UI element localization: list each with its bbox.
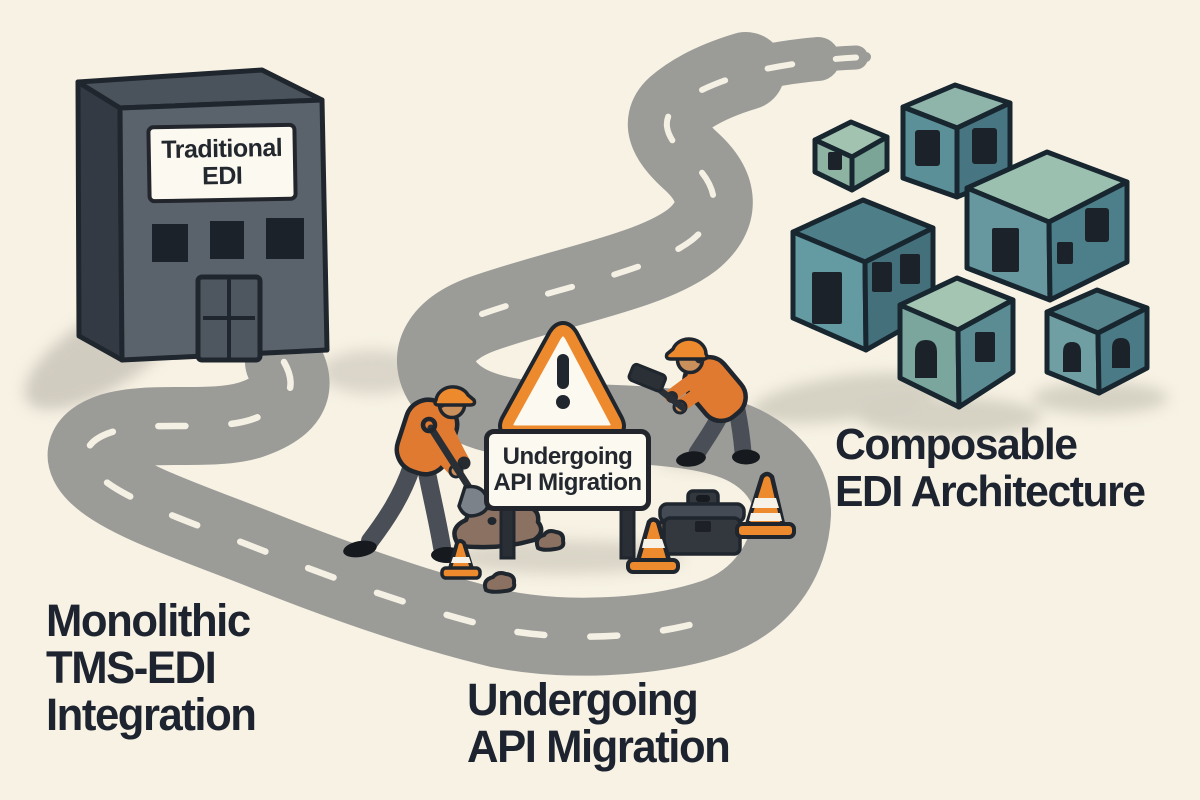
road-centerline-lower (83, 358, 718, 640)
cube-door (992, 228, 1019, 272)
cone-large-right (735, 471, 796, 539)
cube-window (972, 128, 997, 164)
shovel-shaft (427, 424, 476, 496)
cube-bottom-right (1044, 287, 1150, 396)
hammer-head (627, 362, 667, 393)
cone-mid-left (626, 517, 680, 574)
cube-large-right (964, 149, 1130, 303)
exclamation-dot (556, 395, 570, 409)
cube-arch-door (1063, 342, 1081, 372)
cube-window (915, 130, 940, 166)
caption-undergoing: Undergoing API Migration (467, 674, 731, 772)
sign-leg-right (619, 504, 636, 560)
winding-road (47, 32, 871, 676)
toolbox-latch (695, 521, 711, 532)
dirt-hole (487, 517, 497, 525)
cube-window (872, 262, 892, 292)
cone-stripe (451, 557, 471, 563)
worker2-shoe-right (732, 449, 760, 465)
construction-zone (343, 321, 796, 594)
caption-undergoing-line1: Undergoing (467, 674, 699, 725)
cone-body (447, 539, 475, 574)
traditional-edi-building (75, 67, 330, 363)
building-window-1 (152, 224, 188, 262)
cubes-shadow-right (1032, 382, 1168, 414)
worker1-leg-right (417, 459, 451, 556)
cone-stripe (749, 513, 782, 521)
toolbox-handle-slot (696, 495, 710, 502)
cube-window (828, 152, 842, 170)
worker2-leg-right (728, 401, 752, 461)
cube-bottom-middle (897, 275, 1016, 410)
composable-cubes (790, 82, 1150, 410)
caption-monolithic-line2: TMS-EDI (46, 642, 217, 693)
cube-window (975, 332, 995, 362)
dirt-clump-1 (534, 529, 566, 552)
exclamation-bar (557, 354, 569, 389)
building-side-face (75, 79, 125, 363)
cubes-shadow-mid (858, 397, 1042, 437)
cone-base (735, 522, 796, 539)
shovel-blade (457, 484, 490, 518)
cone-small-left (440, 539, 482, 580)
cube-window (900, 254, 920, 284)
worker1-helmet (433, 385, 477, 407)
api-migration-sign: Undergoing API Migration (484, 429, 651, 511)
building-window-2 (210, 221, 244, 259)
traffic-cones (440, 471, 796, 580)
cube-door (812, 272, 842, 324)
caption-undergoing-line2: API Migration (467, 721, 731, 772)
caption-monolithic-line1: Monolithic (46, 595, 251, 646)
caption-composable-line1: Composable (835, 420, 1078, 469)
caption-composable: Composable EDI Architecture (835, 420, 1146, 516)
dirt-clump-2 (482, 571, 517, 594)
warning-triangle-sign (498, 321, 626, 441)
cone-stripe (752, 498, 779, 508)
road-sign-line1: Undergoing (502, 443, 633, 470)
worker2-shoe-left (676, 451, 706, 467)
worker2-helmet (664, 337, 709, 361)
cube-arch-door (915, 340, 937, 378)
traditional-edi-sign: Traditional EDI (146, 122, 298, 204)
caption-monolithic: Monolithic TMS-EDI Integration (46, 595, 257, 740)
worker1-leg-left (361, 457, 421, 550)
cone-stripe (642, 539, 665, 548)
caption-composable-line2: EDI Architecture (835, 467, 1146, 516)
cube-face-right (849, 134, 890, 193)
building-sign-line1: Traditional (161, 133, 283, 165)
cone-base (626, 558, 680, 574)
building-sign-line2: EDI (201, 161, 243, 191)
road-centerline-upper (479, 54, 859, 317)
worker1-shoe-left (343, 540, 377, 558)
cube-arch-door (1112, 338, 1130, 368)
shovel-grip (420, 416, 438, 434)
cube-window (1057, 242, 1073, 264)
road-sign-line2: API Migration (493, 469, 642, 496)
worker-hammering (627, 337, 760, 467)
cube-small-top-left (812, 119, 890, 193)
caption-monolithic-line3: Integration (46, 689, 257, 740)
cone-base (440, 566, 482, 580)
toolbox (658, 489, 746, 556)
cube-large-left (790, 197, 936, 353)
building-window-3 (266, 218, 304, 259)
sign-leg-left (499, 504, 516, 560)
cube-window (1085, 208, 1109, 242)
